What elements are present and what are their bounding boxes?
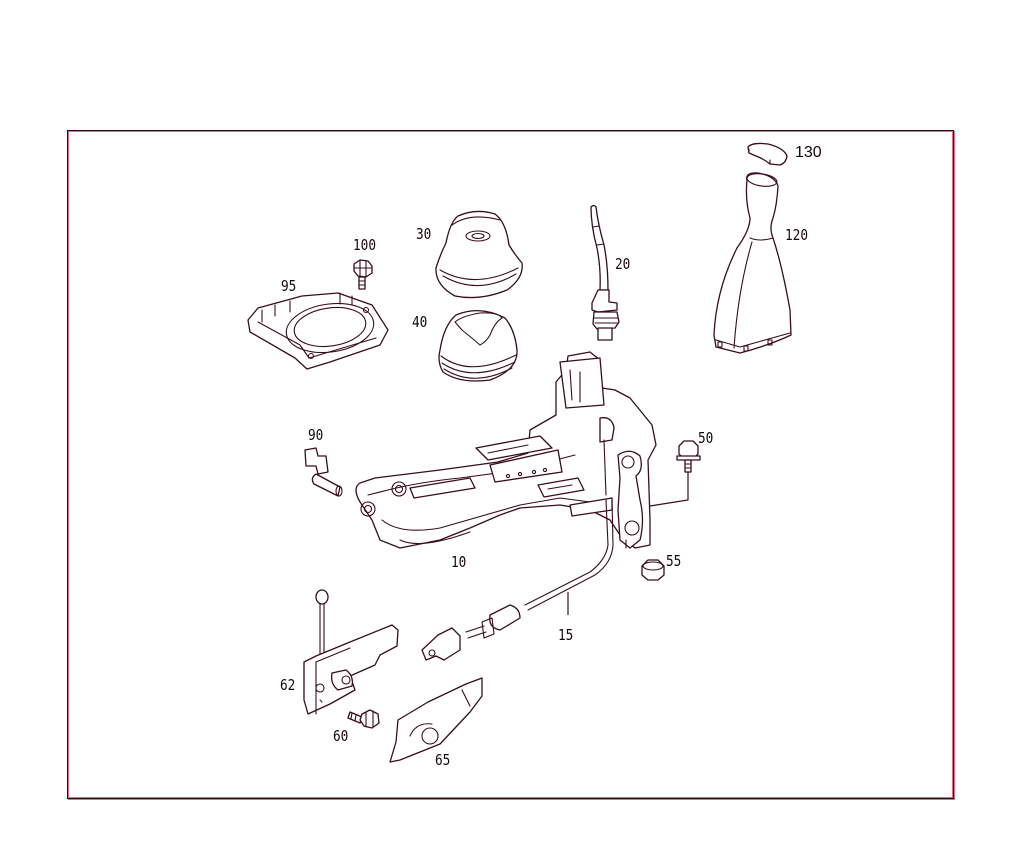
part-55-nut-icon[interactable] (641, 559, 665, 581)
label-20: 20 (615, 255, 631, 273)
part-90-pin-icon[interactable] (304, 447, 343, 497)
label-120: 120 (785, 226, 809, 244)
part-15-shift-cable-icon[interactable] (421, 499, 614, 661)
part-65-cover-icon[interactable] (389, 677, 483, 763)
label-60: 60 (333, 727, 349, 745)
label-90: 90 (308, 426, 324, 444)
label-95: 95 (281, 277, 297, 295)
part-10-shift-housing-icon[interactable] (355, 351, 657, 549)
label-40: 40 (412, 313, 428, 331)
label-10: 10 (451, 553, 467, 571)
diagram-frame (67, 130, 954, 799)
label-15: 15 (558, 626, 574, 644)
part-100-bolt-icon[interactable] (353, 259, 373, 290)
label-30: 30 (416, 225, 432, 243)
part-20-shift-lever-icon[interactable] (590, 204, 620, 341)
part-60-bolt-icon[interactable] (347, 709, 380, 729)
part-95-frame-icon[interactable] (247, 292, 389, 370)
leader-line-50 (649, 472, 689, 507)
label-65: 65 (435, 751, 451, 769)
part-130-knob-insert-icon[interactable] (747, 142, 788, 166)
label-55: 55 (666, 552, 682, 570)
part-40-boot-icon[interactable] (438, 310, 518, 382)
part-120-shift-knob-icon[interactable] (713, 172, 792, 354)
part-62-bracket-icon[interactable] (303, 589, 399, 715)
part-30-boot-icon[interactable] (435, 210, 523, 299)
label-130: 130 (795, 144, 822, 161)
label-100: 100 (353, 236, 377, 254)
label-62: 62 (280, 676, 296, 694)
label-50: 50 (698, 429, 714, 447)
part-50-bolt-icon[interactable] (676, 440, 701, 473)
